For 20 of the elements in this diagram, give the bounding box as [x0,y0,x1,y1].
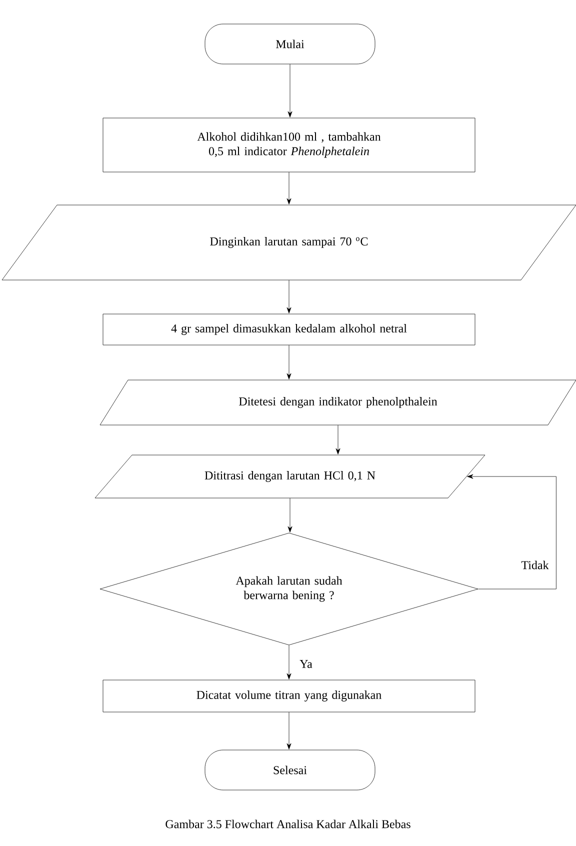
input-parallelogram: Dinginkan larutan sampai 70 $^{o}$C [2,204,576,280]
arrow [336,425,340,454]
terminator-box: Mulai [204,24,376,64]
arrow [286,172,292,204]
arrow [288,498,292,532]
caption: Gambar 3.5 Flowchart Analisa Kadar Alkali Bebas [166,820,410,828]
arrow [467,474,556,590]
process-box: Alkohol didihkan100 ml , tambahkan 0,5 ml indicator Phenolphetalein [102,118,476,172]
input-parallelogram: Ditetesi dengan indikator phenolpthalein [100,380,576,426]
arrow [286,712,292,750]
edge-label: Ya [298,659,314,669]
process-box: 4 gr sampel dimasukkan kedalam alkohol netral [102,314,476,346]
arrow [286,280,292,314]
arrow [286,345,292,380]
arrow [286,645,292,680]
edge-label: Tidak [520,560,550,570]
process-box: Dicatat volume titran yang digunakan [102,680,476,712]
input-parallelogram: Dititrasi dengan larutan HCl 0,1 N [94,454,486,498]
terminator-box: Selesai [204,750,376,790]
arrow [288,64,292,118]
